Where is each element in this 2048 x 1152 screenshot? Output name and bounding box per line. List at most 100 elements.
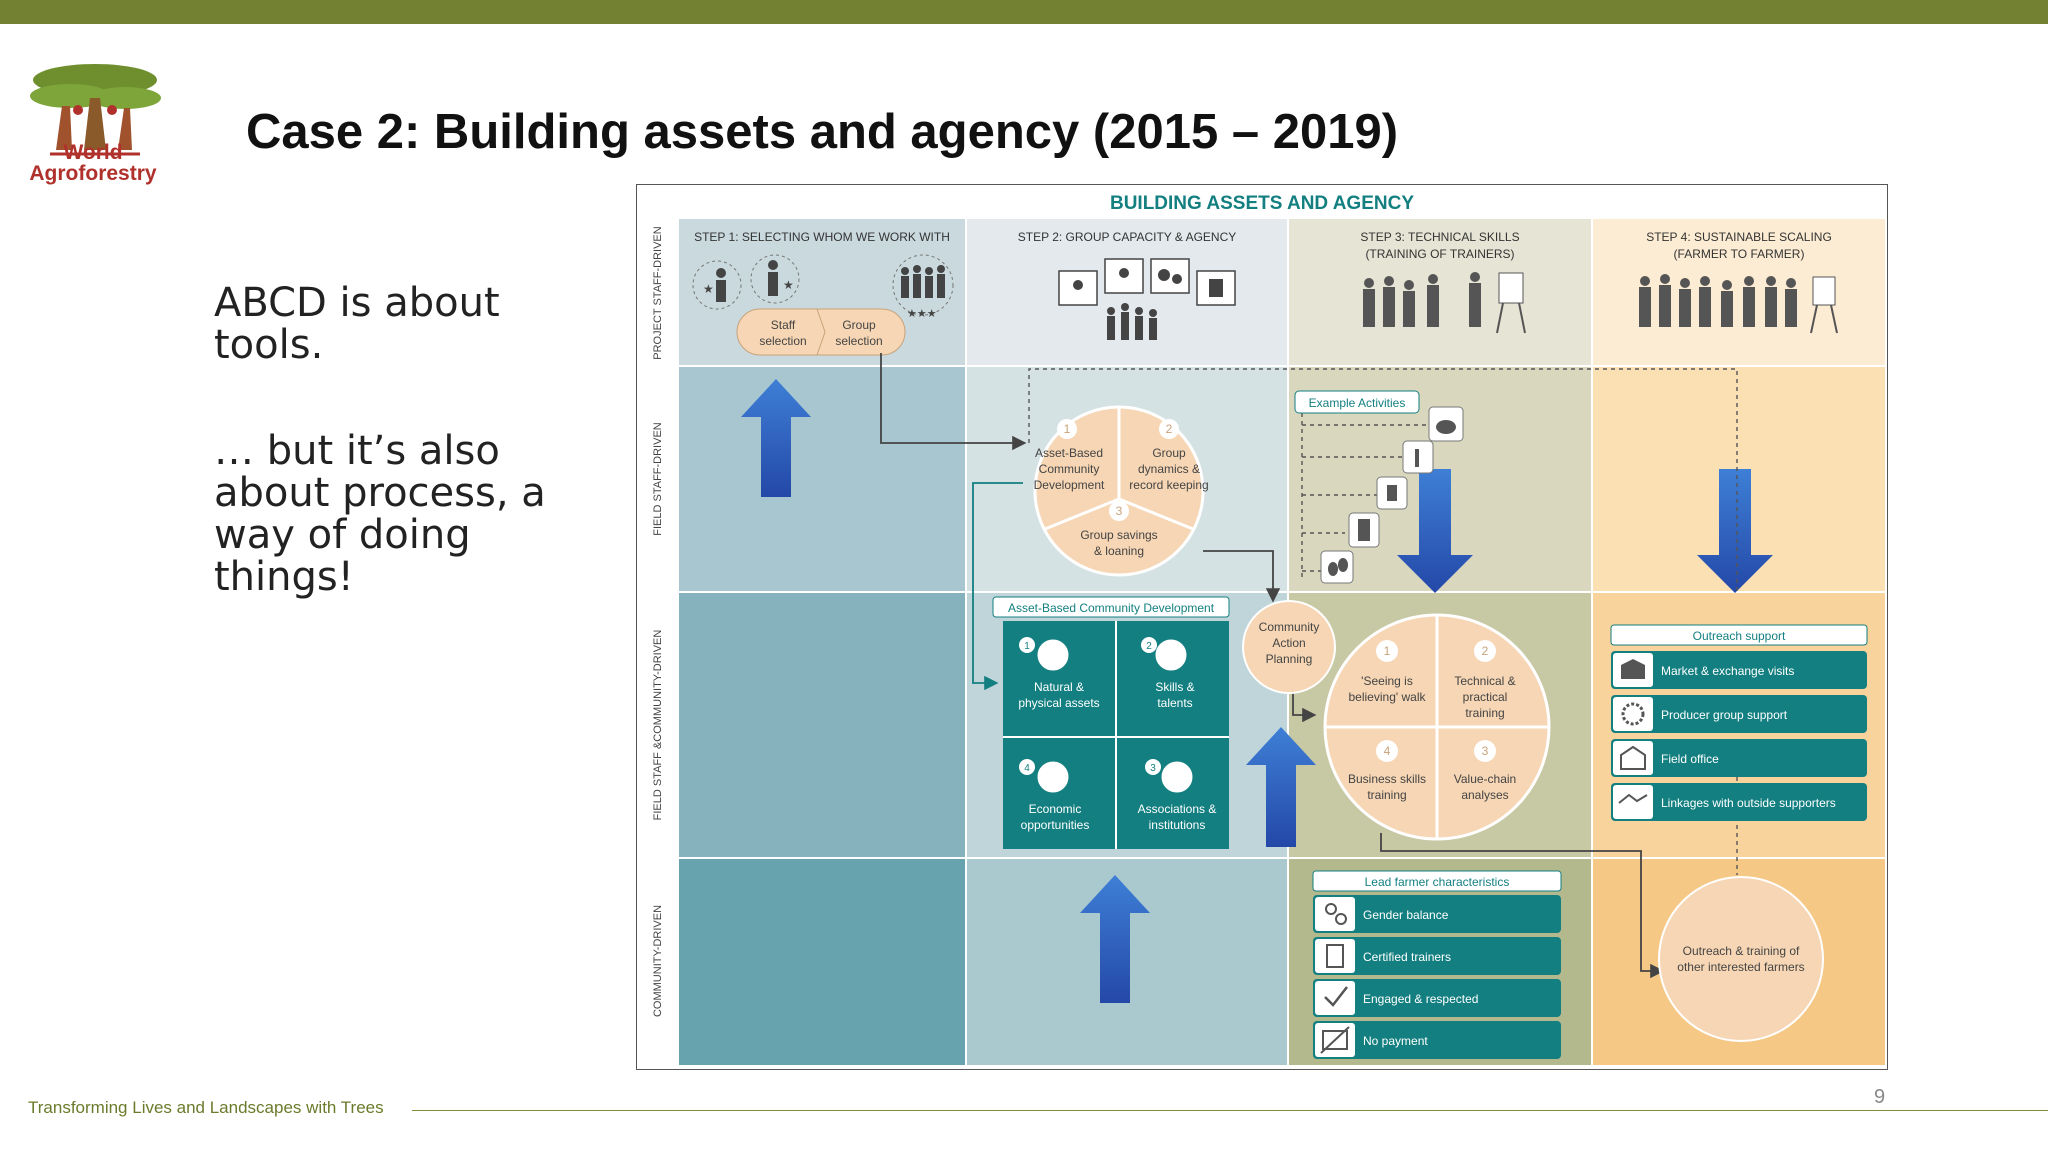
abcd-box: Asset-Based Community Development Natura…: [992, 596, 1230, 849]
outreach-training-circle: Outreach & training of other interested …: [1658, 876, 1824, 1042]
outreach-circle-line1: Outreach & training of: [1683, 944, 1800, 958]
paragraph-tools: ABCD is about tools.: [214, 282, 500, 366]
circle2-seg4-line2: training: [1367, 788, 1406, 802]
abcd-num-1: 1: [1024, 641, 1030, 652]
step-3-header: STEP 3: TECHNICAL SKILLS: [1360, 230, 1519, 244]
abcd-num-4: 4: [1024, 763, 1030, 774]
staff-selection-label-2: selection: [759, 334, 806, 348]
text-line: about process, a: [214, 470, 546, 516]
lead-farmer-item: No payment: [1313, 1021, 1561, 1059]
tree-icon: [30, 64, 161, 156]
step-3-circle: 1 'Seeing is believing' walk 2 Technical…: [1323, 613, 1551, 841]
abcd-num-2: 2: [1146, 641, 1152, 652]
svg-text:★★★: ★★★: [907, 308, 937, 320]
circle2-seg3-line1: Value-chain: [1454, 772, 1516, 786]
step-4-subheader: (FARMER TO FARMER): [1674, 247, 1805, 261]
text-line: ABCD is about: [214, 280, 500, 326]
circle2-seg3-line2: analyses: [1461, 788, 1508, 802]
lead-farmer-item-label: Engaged & respected: [1363, 992, 1478, 1006]
abcd-num-3: 3: [1150, 763, 1156, 774]
circle2-num-4: 4: [1384, 744, 1391, 758]
circle1-num-2: 2: [1166, 422, 1173, 436]
text-line: … but it’s also: [214, 428, 500, 474]
outreach-item-label: Producer group support: [1661, 708, 1788, 722]
circle1-seg2-line2: dynamics &: [1138, 462, 1200, 476]
outreach-item: Producer group support: [1611, 695, 1867, 733]
row-label-field-community: FIELD STAFF &COMMUNITY-DRIVEN: [652, 630, 664, 821]
natural-assets-icon: [1036, 638, 1070, 672]
step-2-header: STEP 2: GROUP CAPACITY & AGENCY: [1018, 230, 1237, 244]
market-icon: [1621, 659, 1645, 679]
outreach-item-label: Linkages with outside supporters: [1661, 796, 1836, 810]
row-label-community: COMMUNITY-DRIVEN: [652, 905, 664, 1017]
circle2-seg4-line1: Business skills: [1348, 772, 1426, 786]
up-arrow-step-1: [741, 379, 811, 497]
circle1-seg2-line3: record keeping: [1129, 478, 1208, 492]
producer-group-icon: [1621, 702, 1645, 726]
outreach-support-header: Outreach support: [1693, 629, 1786, 643]
paragraph-process: … but it’s also about process, a way of …: [214, 430, 546, 598]
page-number: 9: [1874, 1086, 1886, 1108]
gender-icon: [1325, 903, 1337, 915]
abcd-cell4-line2: institutions: [1149, 818, 1206, 832]
lead-farmer-item: Gender balance: [1313, 895, 1561, 933]
step-3-subheader: (TRAINING OF TRAINERS): [1365, 247, 1514, 261]
row-label-project-staff: PROJECT STAFF-DRIVEN: [652, 226, 664, 359]
world-agroforestry-logo: [30, 64, 161, 156]
no-payment-icon: [1322, 1030, 1348, 1050]
text-line: tools.: [214, 322, 324, 368]
building-assets-diagram: BUILDING ASSETS AND AGENCY PROJECT STAFF…: [636, 184, 1888, 1070]
step-1-header: STEP 1: SELECTING WHOM WE WORK WITH: [694, 230, 950, 244]
associations-icon: [1160, 760, 1194, 794]
example-activities: Example Activities: [1294, 390, 1464, 584]
circle1-seg2-line1: Group: [1152, 446, 1186, 460]
up-arrow-step-3: [1246, 727, 1316, 847]
handshake-icon: [1618, 793, 1648, 804]
example-activities-label: Example Activities: [1309, 396, 1406, 410]
row-label-field-staff: FIELD STAFF-DRIVEN: [652, 422, 664, 536]
svg-text:★: ★: [703, 282, 714, 296]
logo-line-2: Agroforestry: [29, 162, 157, 185]
field-office-icon: [1620, 745, 1646, 770]
circle2-num-3: 3: [1482, 744, 1489, 758]
people-illustration-step-4: [1639, 274, 1838, 334]
step-4-header: STEP 4: SUSTAINABLE SCALING: [1646, 230, 1832, 244]
up-arrow-step-2: [1080, 875, 1150, 1003]
people-illustration-step-1: ★ ★ ★★★: [692, 254, 954, 320]
outreach-item: Field office: [1611, 739, 1867, 777]
group-selection-label-2: selection: [835, 334, 882, 348]
circle1-seg1-line1: Asset-Based: [1035, 446, 1103, 460]
outreach-item-label: Market & exchange visits: [1661, 664, 1794, 678]
top-accent-bar: [0, 0, 2048, 24]
circle2-seg2-line2: practical: [1463, 690, 1508, 704]
logo-line-1: World: [63, 141, 123, 164]
abcd-cell2-line1: Skills &: [1155, 680, 1194, 694]
step-2-icons: [1058, 258, 1236, 340]
circle1-num-1: 1: [1064, 422, 1071, 436]
abcd-cell3-line2: opportunities: [1021, 818, 1090, 832]
lead-farmer-item: Engaged & respected: [1313, 979, 1561, 1017]
lead-farmer-item-label: Gender balance: [1363, 908, 1449, 922]
cap-line-1: Community: [1259, 620, 1320, 634]
lead-farmer-item-label: Certified trainers: [1363, 950, 1451, 964]
abcd-cell1-line2: physical assets: [1018, 696, 1099, 710]
abcd-cell3-line1: Economic: [1029, 802, 1082, 816]
column-step-1: [679, 219, 965, 1065]
circle2-seg1-line2: believing' walk: [1349, 690, 1427, 704]
outreach-item: Market & exchange visits: [1611, 651, 1867, 689]
staff-selection-label-1: Staff: [771, 318, 796, 332]
circle2-num-1: 1: [1384, 644, 1391, 658]
circle2-num-2: 2: [1482, 644, 1489, 658]
down-arrow-step-4: [1697, 469, 1773, 593]
selection-pill: Staff selection Group selection: [736, 308, 906, 356]
group-selection-label-1: Group: [842, 318, 876, 332]
skills-icon: [1154, 638, 1188, 672]
outreach-circle-line2: other interested farmers: [1677, 960, 1804, 974]
footer-tagline: Transforming Lives and Landscapes with T…: [28, 1098, 384, 1117]
circle1-seg1-line2: Community: [1039, 462, 1100, 476]
checkmark-icon: [1324, 986, 1348, 1007]
step-2-circle: 1 Asset-Based Community Development 2 Gr…: [1033, 405, 1209, 577]
certificate-icon: [1326, 944, 1344, 968]
connector-lines: [880, 353, 1665, 979]
circle2-seg2-line1: Technical &: [1454, 674, 1515, 688]
